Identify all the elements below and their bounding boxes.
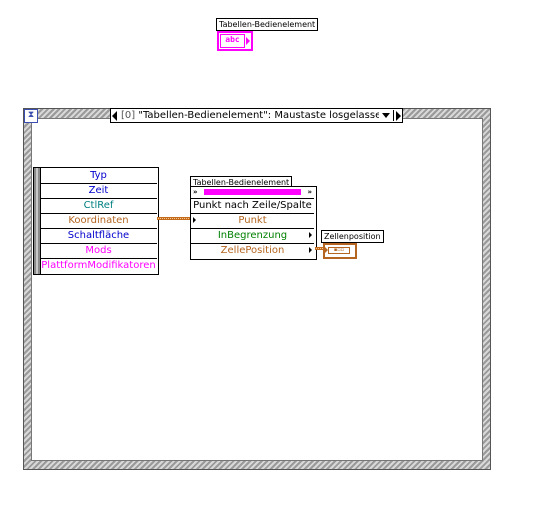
invoke-param-row[interactable]: InBegrenzung xyxy=(191,228,314,244)
invoke-param-label: ZellePosition xyxy=(220,245,285,256)
event-case-selector[interactable]: [0] "Tabellen-Bedienelement": Maustaste … xyxy=(110,108,403,123)
event-data-item[interactable]: PlattformModifikatoren xyxy=(40,258,157,273)
event-data-item-label: Typ xyxy=(90,170,107,181)
terminal-output-arrow-icon xyxy=(246,37,250,45)
event-data-item-label: Mods xyxy=(85,245,112,256)
event-data-item-label: Schaltfläche xyxy=(67,230,130,241)
next-case-arrow-icon[interactable] xyxy=(393,110,402,121)
reference-out-icon: » xyxy=(307,188,312,196)
cluster-indicator-terminal[interactable]: ▪︎▫︎▫︎ xyxy=(323,243,357,259)
event-data-item-label: CtlRef xyxy=(83,200,114,211)
event-data-node[interactable]: Typ Zeit CtlRef Koordinaten Schaltfläche… xyxy=(33,167,159,275)
cluster-type-icon: ▪︎▫︎▫︎ xyxy=(328,247,350,254)
invoke-method-label: Punkt nach Zeile/Spalte xyxy=(193,200,312,211)
coordinates-wire[interactable] xyxy=(157,217,191,220)
invoke-param-row[interactable]: Punkt xyxy=(191,213,314,229)
event-data-item[interactable]: Koordinaten xyxy=(40,213,157,229)
invoke-param-label: InBegrenzung xyxy=(217,230,288,241)
event-data-item[interactable]: Typ xyxy=(40,168,157,184)
invoke-param-row[interactable]: ZellePosition xyxy=(191,243,314,258)
reference-wire-icon xyxy=(204,189,301,195)
indicator-input-arrow-icon xyxy=(325,247,328,253)
event-data-item-label: PlattformModifikatoren xyxy=(41,260,156,271)
event-data-node-bar[interactable] xyxy=(34,168,41,274)
string-type-icon: abc xyxy=(220,34,245,48)
hourglass-icon: ⧗ xyxy=(24,109,38,123)
reference-in-icon: » xyxy=(193,188,198,196)
indicator-label: Zellenposition xyxy=(321,230,384,243)
case-dropdown-icon[interactable] xyxy=(382,113,390,118)
control-label: Tabellen-Bedienelement xyxy=(216,18,319,31)
string-control-terminal[interactable]: abc xyxy=(217,31,253,51)
event-data-item-label: Zeit xyxy=(88,185,109,196)
invoke-method-name[interactable]: Punkt nach Zeile/Spalte xyxy=(191,198,314,214)
event-data-item[interactable]: Mods xyxy=(40,243,157,259)
invoke-param-label: Punkt xyxy=(238,215,267,226)
previous-case-arrow-icon[interactable] xyxy=(111,110,119,121)
event-case-name: "Tabellen-Bedienelement": Maustaste losg… xyxy=(138,110,379,121)
invoke-node[interactable]: » » Punkt nach Zeile/Spalte Punkt InBegr… xyxy=(190,186,317,260)
event-case-index: [0] xyxy=(121,110,136,121)
invoke-node-reference-header: » » xyxy=(191,187,314,199)
event-case-label: [0] "Tabellen-Bedienelement": Maustaste … xyxy=(119,110,379,121)
cell-position-wire[interactable] xyxy=(315,247,324,250)
event-data-item[interactable]: Schaltfläche xyxy=(40,228,157,244)
event-data-item[interactable]: CtlRef xyxy=(40,198,157,214)
input-terminal-icon xyxy=(193,217,196,223)
event-data-item[interactable]: Zeit xyxy=(40,183,157,199)
output-terminal-icon xyxy=(309,247,312,253)
output-terminal-icon xyxy=(309,232,312,238)
event-data-item-label: Koordinaten xyxy=(68,215,129,226)
